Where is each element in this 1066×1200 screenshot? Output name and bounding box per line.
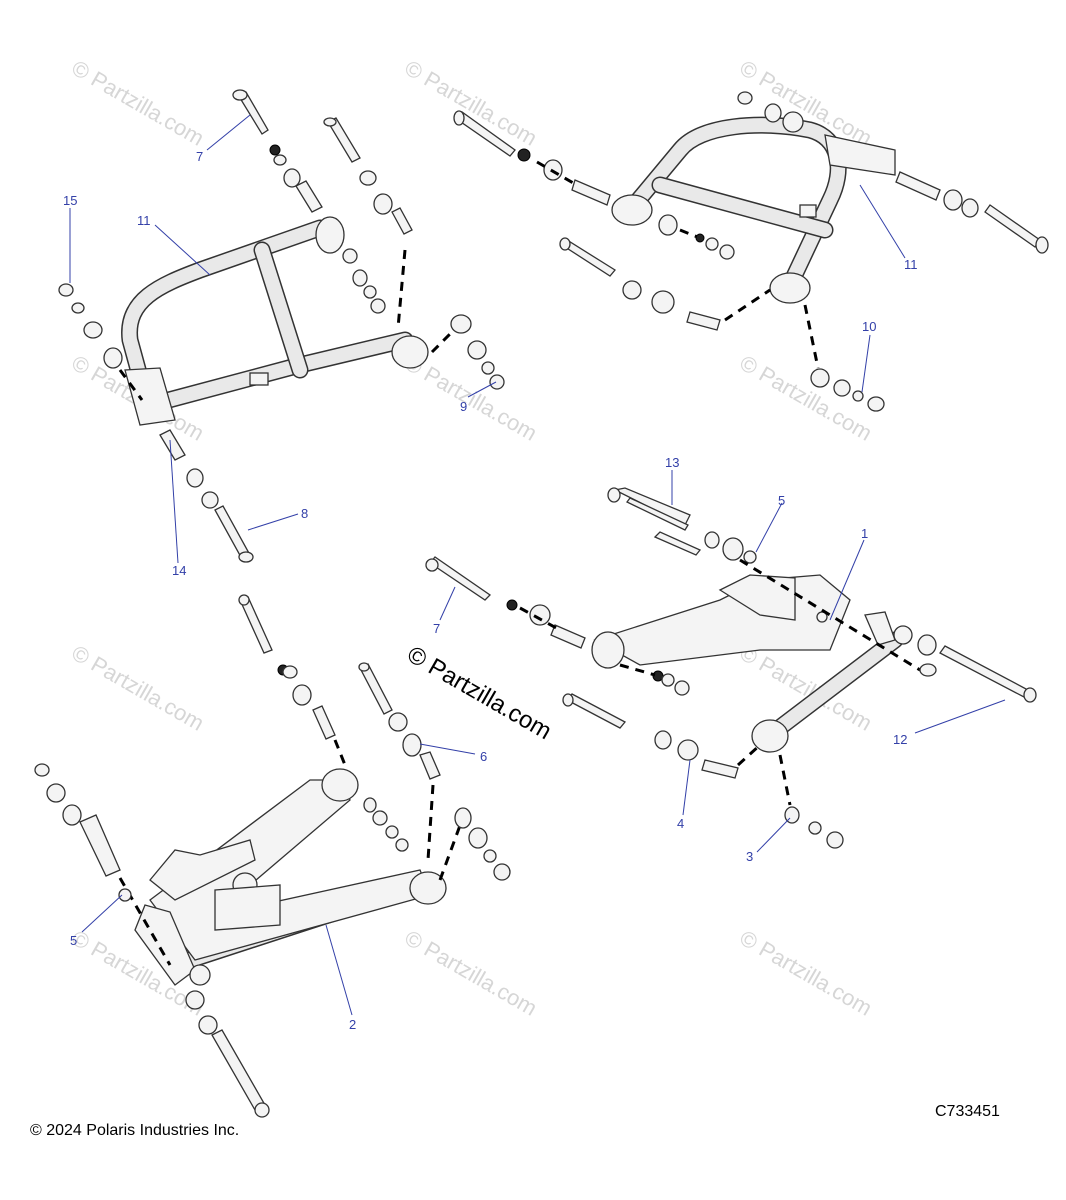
callout-13: 13	[665, 455, 680, 470]
upper-right-hardware	[453, 91, 1049, 412]
callout-7: 7	[196, 149, 204, 164]
callout-2: 2	[349, 1017, 357, 1032]
callout-12: 12	[893, 732, 908, 747]
callout-11: 11	[904, 257, 918, 272]
upper-left-a-arm	[121, 216, 429, 426]
diagram-id: C733451	[935, 1103, 1000, 1120]
copyright-text: © 2024 Polaris Industries Inc.	[30, 1122, 240, 1139]
callout-8: 8	[301, 506, 309, 521]
upper-left-hardware	[58, 89, 505, 563]
lower-right-a-arm	[591, 574, 904, 753]
callout-9: 9	[460, 399, 468, 414]
callout-10: 10	[862, 319, 877, 334]
callout-15: 15	[63, 193, 78, 208]
lower-left-hardware	[34, 594, 511, 1118]
lower-left-a-arm	[134, 768, 447, 986]
callout-5: 5	[70, 933, 78, 948]
upper-right-a-arm	[611, 116, 896, 304]
callout-1: 1	[861, 526, 869, 541]
callout-4: 4	[677, 816, 685, 831]
leader-lines	[69, 114, 1006, 1016]
callout-7: 7	[433, 621, 441, 636]
callout-5: 5	[778, 493, 786, 508]
callout-3: 3	[746, 849, 754, 864]
lower-right-hardware	[425, 487, 1037, 849]
callout-6: 6	[480, 749, 488, 764]
callout-11: 11	[137, 213, 151, 228]
callout-14: 14	[172, 563, 187, 578]
